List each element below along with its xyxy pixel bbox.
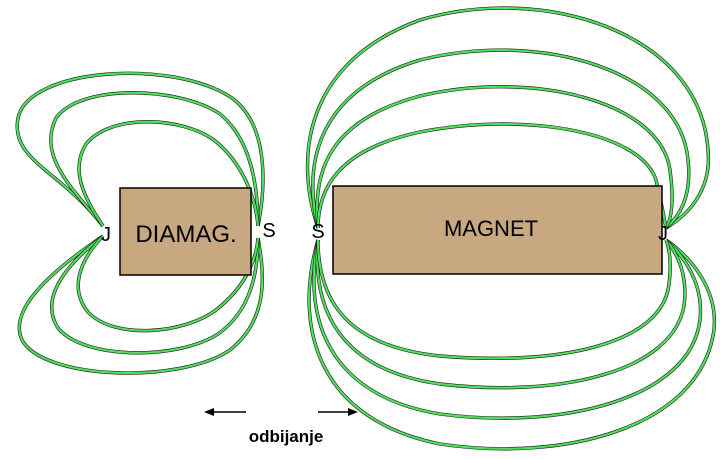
magnet-field-lines [305,6,717,451]
right-arrow [318,408,358,416]
magnet-right-pole: J [658,223,668,245]
left-arrow [204,408,246,416]
diamag-right-pole: S [262,220,275,242]
magnet-label: MAGNET [444,216,538,241]
magnet-left-pole: S [311,221,324,243]
caption-odbijanje: odbijanje [249,427,324,446]
diamagnet-body [119,187,252,276]
diamag-left-pole: J [101,224,111,246]
diamagnet-label: DIAMAG. [135,221,236,248]
magnet-body [332,185,663,275]
diamag-field-lines [15,71,265,375]
